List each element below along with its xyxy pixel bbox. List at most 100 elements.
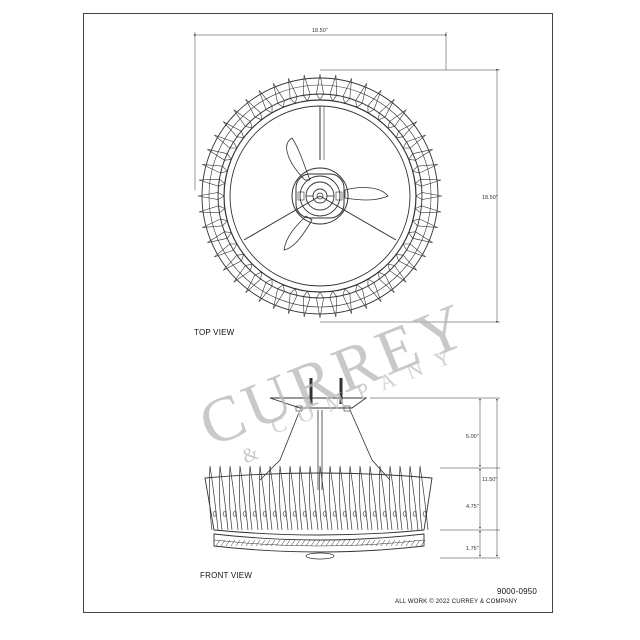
leaf-blade	[368, 465, 379, 531]
leaf-blade	[408, 465, 419, 531]
leaf-blade	[378, 465, 389, 531]
crystal-prism	[402, 134, 426, 149]
front-view	[204, 378, 500, 560]
crystal-drop	[352, 510, 357, 517]
rope-twist	[340, 539, 346, 547]
crystal-prism	[408, 149, 433, 161]
crystal-drop	[382, 510, 387, 517]
crystal-prism	[214, 134, 238, 149]
rope-twist	[260, 539, 266, 547]
crystal-prism	[302, 290, 311, 318]
top-width-dimension: 18.50"	[312, 28, 328, 34]
rope-twist	[365, 539, 371, 547]
rope-twist	[265, 539, 271, 547]
leaf-blade	[208, 465, 219, 531]
rope-twist	[245, 539, 251, 547]
crystal-prism	[233, 109, 253, 129]
rope-twist	[410, 539, 416, 547]
crystal-prism	[316, 291, 324, 319]
rope-twist	[405, 539, 411, 547]
crystal-prism	[245, 271, 262, 294]
rope-twist	[330, 539, 336, 547]
rope-twist	[380, 539, 386, 547]
crystal-prism	[355, 284, 367, 309]
leaf-blade	[318, 465, 329, 531]
crystal-drop	[282, 510, 287, 517]
rope-twist	[300, 539, 306, 547]
crystal-prism	[222, 254, 245, 271]
crystal-prism	[198, 178, 226, 187]
crystal-prism	[245, 98, 262, 121]
crystal-prism	[197, 192, 225, 200]
leaf-blade	[298, 465, 309, 531]
rope-twist	[350, 539, 356, 547]
crystal-prism	[273, 83, 285, 108]
leaf-blade	[398, 465, 409, 531]
rope-trim	[215, 539, 426, 547]
rope-twist	[285, 539, 291, 547]
crystal-drop	[232, 510, 237, 517]
rope-twist	[275, 539, 281, 547]
rope-twist	[240, 539, 246, 547]
crystal-prism	[202, 218, 228, 228]
crystal-drop	[422, 510, 427, 517]
crystal-drop	[322, 510, 327, 517]
leaf-blade	[308, 465, 319, 531]
crystal-drop	[332, 510, 337, 517]
rope-twist	[370, 539, 376, 547]
rope-twist	[270, 539, 276, 547]
crystal-prism	[355, 83, 367, 108]
crystal-prism	[214, 243, 238, 258]
crystal-prism	[367, 278, 382, 302]
crystal-drop	[262, 510, 267, 517]
rope-twist	[320, 539, 326, 547]
rope-twist	[310, 539, 316, 547]
leaf-row	[208, 465, 429, 531]
rope-twist	[220, 539, 226, 547]
top-height-dimension: 18.50"	[482, 195, 498, 201]
watermark-amp: &	[239, 442, 262, 468]
leaf-blade	[238, 465, 249, 531]
leaf-blade	[288, 465, 299, 531]
rope-twist	[255, 539, 261, 547]
crystal-prism	[412, 164, 438, 174]
rope-twist	[230, 539, 236, 547]
crystal-prism	[402, 243, 426, 258]
rope-twist	[345, 539, 351, 547]
leaf-blade	[418, 465, 429, 531]
crystal-prism	[395, 121, 418, 138]
drawing-sheet	[83, 13, 553, 613]
crystal-prism	[395, 254, 418, 271]
rope-twist	[215, 539, 221, 547]
crystal-drop	[312, 510, 317, 517]
rope-twist	[420, 539, 426, 547]
rope-twist	[400, 539, 406, 547]
total-height-dimension: 11.50"	[482, 477, 497, 483]
crystal-prism	[378, 98, 395, 121]
rope-twist	[385, 539, 391, 547]
crystal-prism	[408, 231, 433, 243]
rope-twist	[375, 539, 381, 547]
crystal-drop	[342, 510, 347, 517]
crystal-prism	[273, 284, 285, 309]
crystal-drop	[302, 510, 307, 517]
crystal-prism	[415, 192, 443, 200]
leaf-blade	[278, 465, 289, 531]
leaf-blade	[358, 465, 369, 531]
crystal-prism	[329, 290, 338, 318]
crystal-drop	[292, 510, 297, 517]
crystal-drop	[392, 510, 397, 517]
crystal-prism	[288, 78, 298, 104]
canopy-dimension: 5.00"	[466, 434, 479, 440]
rope-twist	[235, 539, 241, 547]
rope-twist	[315, 539, 321, 547]
leaf-blade	[338, 465, 349, 531]
crystal-prism	[207, 149, 232, 161]
leaf-blade	[248, 465, 259, 531]
crystal-drop	[272, 510, 277, 517]
crystal-prism	[302, 74, 311, 102]
leaf-blade	[388, 465, 399, 531]
rope-twist	[295, 539, 301, 547]
rope-twist	[250, 539, 256, 547]
crystal-prism	[387, 263, 407, 283]
